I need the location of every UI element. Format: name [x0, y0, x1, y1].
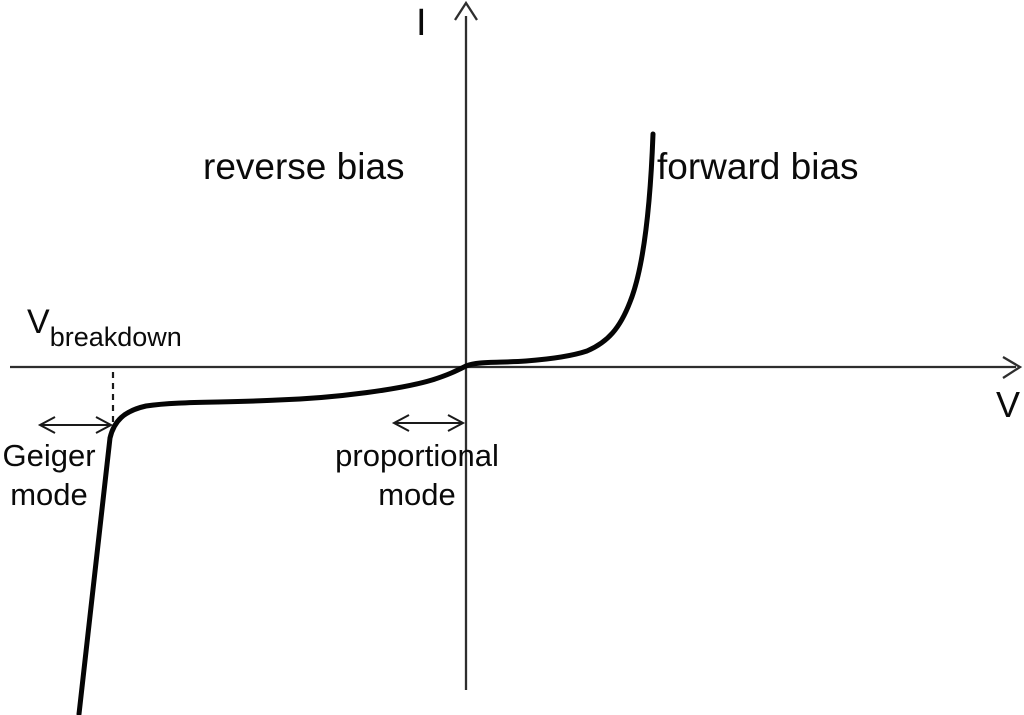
forward-bias-label: forward bias [657, 146, 859, 187]
proportional-mode-label: proportional mode [312, 436, 522, 514]
geiger-mode-line1: Geiger [2, 438, 96, 473]
x-axis-arrowhead-icon [1002, 356, 1023, 379]
v-breakdown-label: Vbreakdown [27, 303, 182, 352]
reverse-bias-label: reverse bias [203, 146, 405, 187]
y-axis-arrowhead-icon [454, 0, 478, 21]
v-breakdown-base: V [27, 303, 50, 341]
iv-curve [76, 131, 656, 715]
v-breakdown-subscript: breakdown [49, 322, 182, 352]
proportional-mode-line2: mode [378, 477, 456, 512]
proportional-range-arrow-icon [391, 414, 466, 432]
proportional-mode-line1: proportional [335, 438, 499, 473]
y-axis-label: I [416, 2, 427, 44]
x-axis-label: V [996, 384, 1021, 425]
geiger-range-arrow-icon [37, 416, 114, 434]
geiger-mode-line2: mode [10, 477, 88, 512]
geiger-mode-label: Geiger mode [0, 436, 100, 514]
